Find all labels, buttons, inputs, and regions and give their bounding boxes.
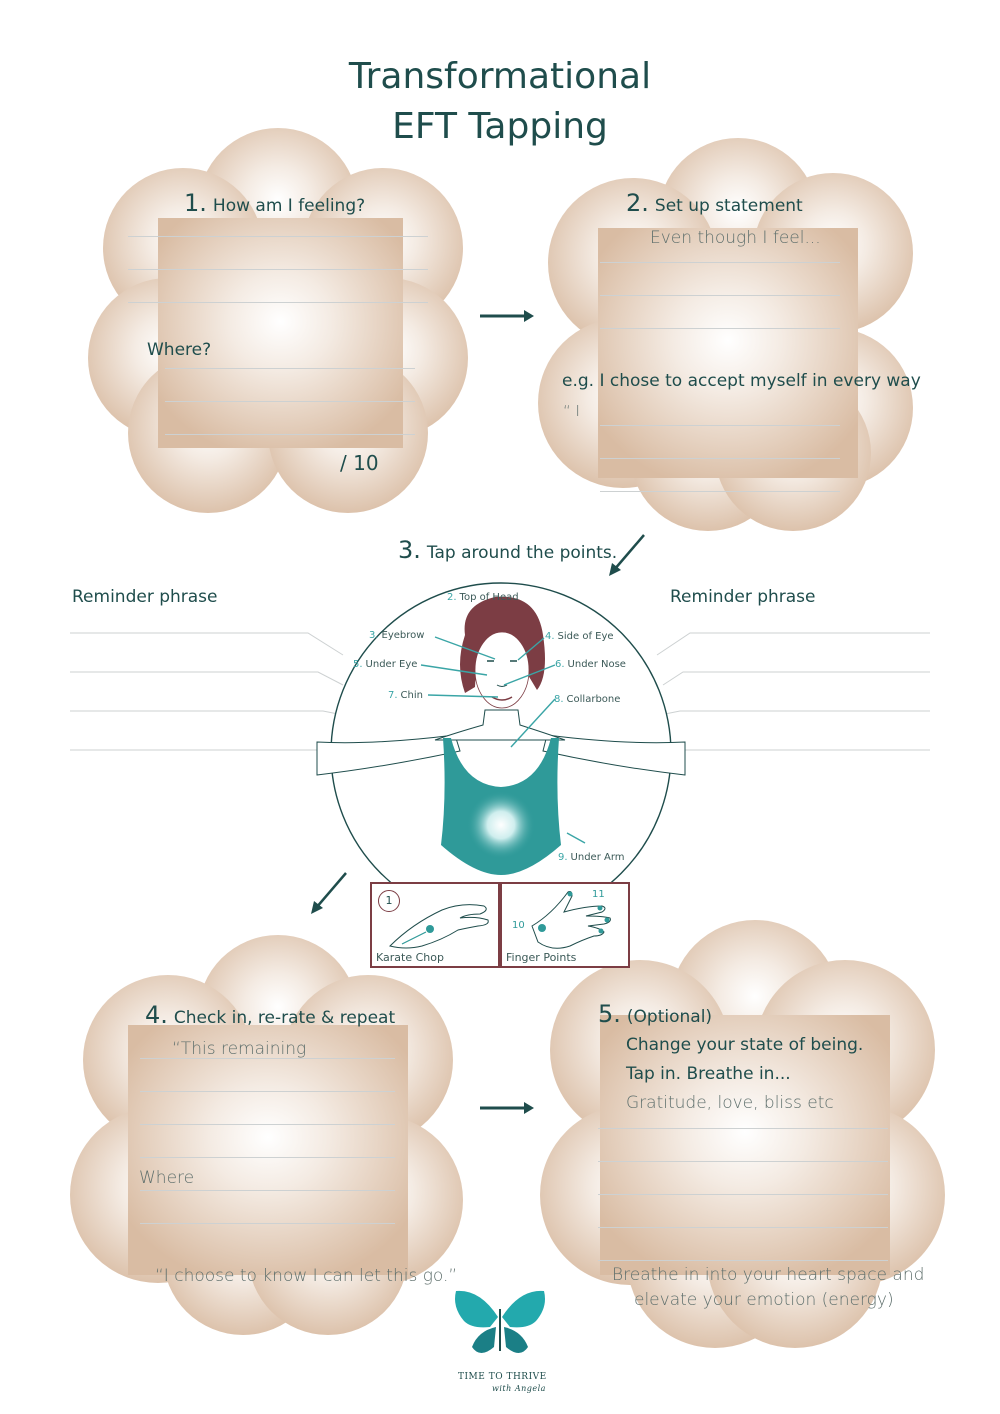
reminder-lines-right[interactable] (655, 625, 933, 760)
step1-line[interactable] (128, 269, 428, 270)
step1-heading: 1.How am I feeling? (184, 189, 365, 217)
finger-points-hand-icon (531, 891, 611, 949)
step5-line[interactable] (598, 1128, 888, 1129)
brand-subtitle: with Angela (492, 1384, 546, 1393)
karate-chop-badge: 1 (378, 890, 400, 912)
step5-line2: Tap in. Breathe in... (626, 1064, 791, 1084)
reminder-phrase-right-label: Reminder phrase (670, 587, 816, 607)
point-chin: 7.Chin (388, 690, 423, 701)
step3-heading: 3.Tap around the points. (398, 536, 617, 564)
step4-remaining-prompt: “This remaining (172, 1039, 307, 1059)
step5-line3: Gratitude, love, bliss etc (626, 1093, 834, 1113)
step4-number: 4. (145, 1001, 168, 1029)
step4-line[interactable] (140, 1091, 395, 1092)
point-under-nose: 6.Under Nose (555, 659, 626, 670)
page-title: Transformational EFT Tapping (0, 52, 1000, 152)
step4-line[interactable] (140, 1157, 395, 1158)
finger-point-10: 10 (512, 920, 525, 931)
step5-line[interactable] (598, 1260, 888, 1261)
cloud-step1 (88, 128, 468, 513)
karate-chop-panel: 1 Karate Chop (370, 882, 500, 968)
step4-line[interactable] (140, 1124, 395, 1125)
cloud-step4 (70, 935, 463, 1335)
karate-chop-hand-icon (389, 904, 489, 949)
step2-line[interactable] (600, 262, 840, 263)
step5-heading: 5.(Optional) (598, 1000, 712, 1028)
point-under-eye: 5.Under Eye (353, 659, 418, 670)
step5-line[interactable] (598, 1227, 888, 1228)
step5-footer-1: Breathe in into your heart space and (612, 1265, 925, 1285)
arrow-right-icon (480, 310, 534, 322)
step2-line[interactable] (600, 458, 840, 459)
step2-line[interactable] (600, 295, 840, 296)
step4-line[interactable] (140, 1223, 395, 1224)
step5-heading-text: (Optional) (626, 1007, 713, 1027)
step2-line[interactable] (600, 425, 840, 426)
point-side-of-eye: 4.Side of Eye (545, 631, 614, 642)
step1-rating: / 10 (340, 451, 379, 475)
step5-line[interactable] (598, 1194, 888, 1195)
butterfly-logo-icon (455, 1290, 545, 1353)
step1-number: 1. (184, 189, 207, 217)
finger-points-panel: 10 11 Finger Points (500, 882, 630, 968)
step1-line[interactable] (165, 368, 415, 369)
step4-heading-text: Check in, re-rate & repeat (173, 1008, 396, 1028)
step4-line[interactable] (140, 1190, 395, 1191)
step3-number: 3. (398, 536, 421, 564)
reminder-lines-left[interactable] (68, 625, 348, 760)
arrow-right-icon (480, 1102, 534, 1114)
step4-closing: “I choose to know I can let this go.” (155, 1266, 458, 1286)
step1-line[interactable] (165, 434, 415, 435)
finger-point-11: 11 (592, 889, 605, 900)
step2-example: e.g. I chose to accept myself in every w… (562, 371, 921, 391)
point-top-of-head: 2.Top of Head (447, 592, 519, 603)
title-line-2: EFT Tapping (392, 106, 608, 147)
step4-where-label: Where (139, 1168, 195, 1188)
step5-number: 5. (598, 1000, 621, 1028)
step5-footer-2: elevate your emotion (energy) (634, 1290, 894, 1310)
step2-heading: 2.Set up statement (626, 189, 803, 217)
cloud-step5 (540, 920, 945, 1348)
step2-number: 2. (626, 189, 649, 217)
step1-line[interactable] (128, 236, 428, 237)
cloud-step2 (538, 138, 913, 531)
point-eyebrow: 3.Eyebrow (369, 630, 425, 641)
step1-heading-text: How am I feeling? (212, 196, 366, 216)
tapping-points-diagram (316, 582, 686, 905)
step3-heading-text: Tap around the points. (426, 543, 618, 563)
karate-chop-label: Karate Chop (376, 951, 444, 964)
point-under-arm: 9.Under Arm (558, 852, 625, 863)
arrow-down-left-icon (609, 534, 645, 576)
step2-heading-text: Set up statement (654, 196, 803, 216)
step2-line[interactable] (600, 328, 840, 329)
step2-quote-start: “ I (563, 402, 580, 420)
step1-line[interactable] (128, 302, 428, 303)
step5-line1: Change your state of being. (626, 1035, 864, 1055)
step4-heading: 4.Check in, re-rate & repeat (145, 1001, 395, 1029)
title-line-1: Transformational (348, 56, 652, 97)
step2-prompt: Even though I feel... (650, 228, 821, 248)
brand-name: TIME TO THRIVE (458, 1372, 547, 1382)
step1-where-label: Where? (147, 340, 212, 360)
step1-line[interactable] (165, 401, 415, 402)
step2-line[interactable] (600, 491, 840, 492)
arrow-down-left-icon (311, 872, 347, 914)
step5-line[interactable] (598, 1161, 888, 1162)
reminder-phrase-left-label: Reminder phrase (72, 587, 218, 607)
point-collarbone: 8.Collarbone (554, 694, 621, 705)
finger-points-label: Finger Points (506, 951, 577, 964)
step4-line[interactable] (140, 1058, 395, 1059)
